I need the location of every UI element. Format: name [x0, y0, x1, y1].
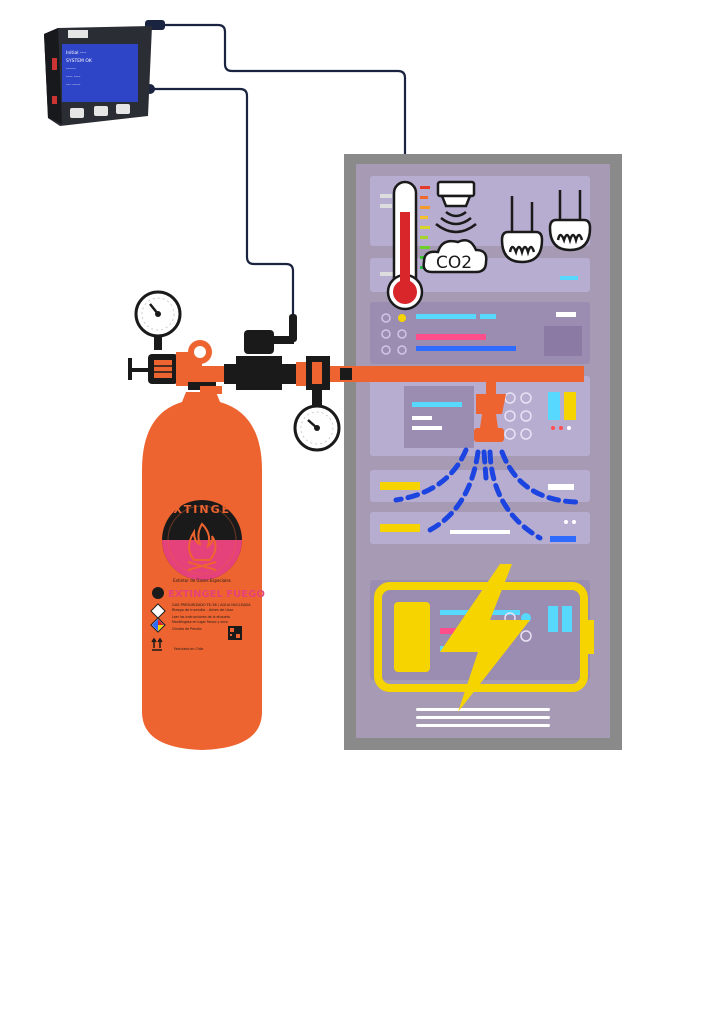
controller-screen-line: ------ — [66, 67, 76, 72]
co2-cloud-icon — [422, 239, 488, 274]
co2-label: CO2 — [436, 253, 472, 273]
extinguisher-cylinder: EXTINGEL Extintor de Gases Especiales EX… — [142, 392, 265, 750]
cable-to-thermometer — [150, 23, 407, 176]
cylinder-footer-line: Fabricado en Chile — [174, 647, 203, 651]
solenoid-valve — [224, 314, 352, 390]
cylinder-info-line: Riesgo de Incendio - Antes de Usar — [172, 608, 234, 612]
smoke-detector-icon — [422, 180, 488, 274]
signal-cables — [150, 23, 407, 318]
controller-screen-line: Initial ---- — [66, 50, 87, 56]
controller-screen-line: SYSTEM OK — [66, 58, 93, 64]
pressure-gauge-icon — [134, 290, 182, 350]
cylinder-valve — [128, 340, 222, 394]
cylinder-info-line: Manténgase en lugar fresco y seco — [172, 620, 228, 624]
hazard-diamond-icon — [150, 603, 166, 619]
battery-icon — [374, 564, 594, 712]
cylinder-info-line: Leer las instrucciones de la etiqueta — [172, 615, 230, 619]
humidity-sensor-icon — [548, 190, 592, 252]
cylinder-brand-sub: Extintor de Gases Especiales — [173, 578, 231, 583]
pressure-gauge-icon — [293, 390, 341, 452]
controller-screen-line: --- ----- — [66, 83, 81, 88]
lightning-icon — [440, 564, 530, 712]
humidity-sensor-icon — [500, 196, 544, 264]
cable-to-valve — [150, 87, 295, 318]
monitor-controller-icon: Initial ---- SYSTEM OK ------ ---- ---- … — [44, 26, 152, 126]
up-arrows-icon — [151, 637, 163, 651]
cylinder-info-line: GAS PRESURIZADO FE-36 / AGUA NUCLEADA — [172, 603, 251, 607]
fire-warning-icon — [152, 587, 164, 599]
thermometer-icon — [386, 180, 430, 311]
flame-icon — [188, 522, 217, 561]
spray-nozzle — [476, 394, 506, 428]
cylinder-info-line: Cilindro de Presión — [172, 627, 202, 631]
agent-spray — [393, 447, 579, 541]
cylinder-brand: EXTINGEL — [164, 503, 240, 516]
cylinder-product-line: EXTINGEL FUEGO — [168, 589, 265, 600]
rack-unit — [370, 512, 590, 544]
controller-screen-line: ---- ---- — [66, 75, 81, 80]
